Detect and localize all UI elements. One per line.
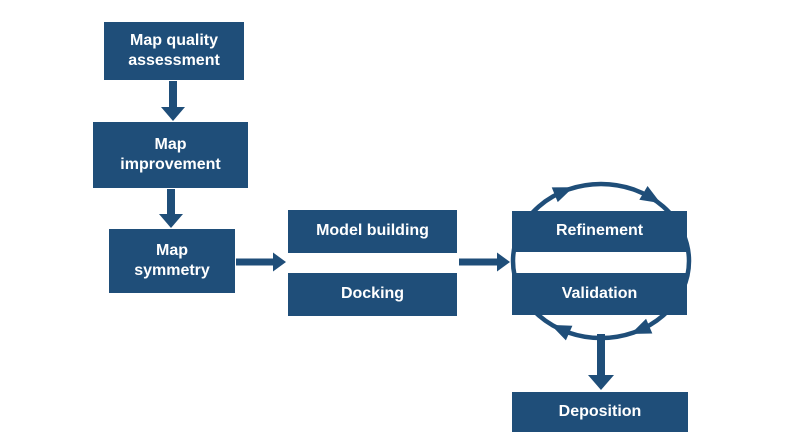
arrow-improvement-to-symmetry-icon <box>159 189 183 228</box>
cycle-arrowhead-bottom-right-icon <box>630 318 653 334</box>
arrow-modelbuilding-to-refinement-icon <box>459 252 510 272</box>
node-docking: Docking <box>288 273 457 316</box>
node-map-quality-assessment: Map quality assessment <box>104 22 244 80</box>
node-refinement: Refinement <box>512 211 687 252</box>
node-deposition: Deposition <box>512 392 688 432</box>
node-validation: Validation <box>512 273 687 315</box>
node-model-building: Model building <box>288 210 457 253</box>
arrow-quality-to-improvement-icon <box>161 81 185 121</box>
node-map-improvement: Map improvement <box>93 122 248 188</box>
cycle-arrowhead-top-right-icon <box>639 185 661 204</box>
cycle-arrowhead-bottom-left-icon <box>550 324 573 341</box>
arrow-symmetry-to-modelbuilding-icon <box>236 252 286 272</box>
cycle-arrowhead-top-left-icon <box>551 187 574 203</box>
arrow-cycle-to-deposition-icon <box>588 334 614 390</box>
node-map-symmetry: Map symmetry <box>109 229 235 293</box>
